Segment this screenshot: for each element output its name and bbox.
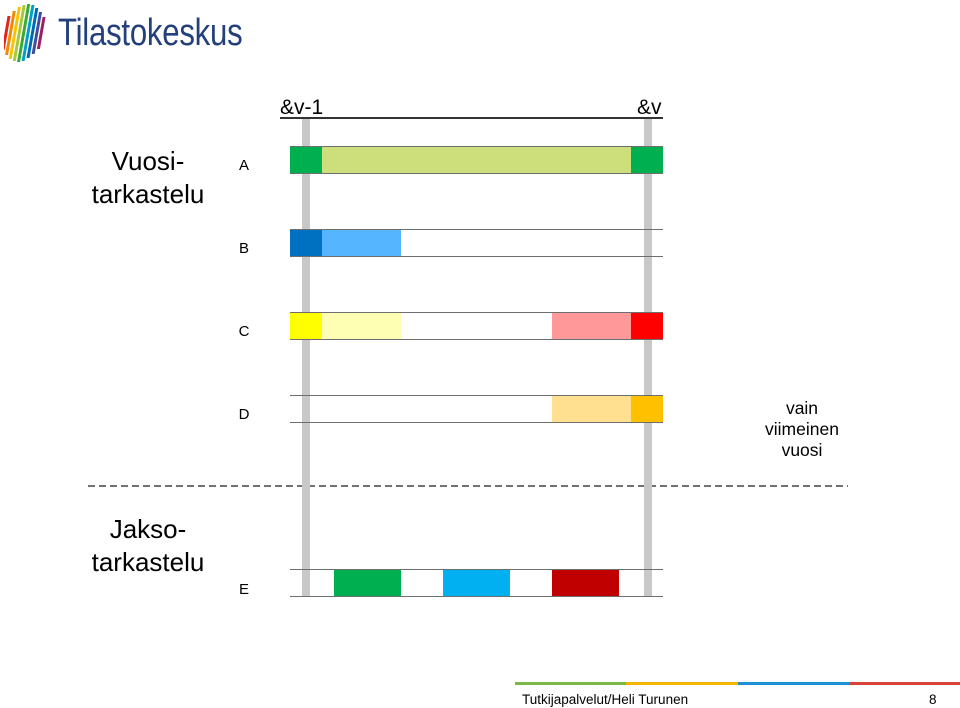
footer-author: Tutkijapalvelut/Heli Turunen — [522, 692, 689, 707]
logo-stripe — [12, 5, 26, 61]
period-review-label-line1: Jakso- — [109, 514, 187, 544]
annual-review-label: Vuosi- tarkastelu — [68, 145, 228, 211]
note-line3: vuosi — [781, 440, 823, 460]
row-label-d: D — [238, 406, 250, 423]
logo-stripe — [21, 5, 35, 61]
row-c-segment-start — [290, 313, 322, 339]
footer-stripe-segment — [848, 682, 960, 685]
row-e-period-2 — [443, 570, 510, 596]
annual-review-label-line2: tarkastelu — [91, 179, 205, 209]
section-divider — [88, 485, 848, 487]
previous-year-label: &v-1 — [280, 96, 324, 119]
page-number: 8 — [929, 692, 937, 707]
row-c-timeline — [290, 312, 663, 340]
row-label-c: C — [238, 323, 250, 340]
logo-stripe — [8, 7, 21, 59]
row-a-segment-end — [631, 147, 663, 173]
row-c-segment-late — [552, 313, 631, 339]
row-a-segment-start — [290, 147, 322, 173]
row-a-timeline — [290, 146, 663, 174]
row-label-a: A — [238, 157, 249, 174]
note-line1: vain — [785, 398, 819, 418]
logo-text: Tilastokeskus — [58, 12, 243, 54]
logo-stripe — [5, 11, 16, 55]
row-label-e: E — [238, 581, 249, 598]
header-line — [280, 117, 663, 119]
row-d-segment-late — [552, 396, 631, 422]
row-d-segment-end — [631, 396, 663, 422]
row-e-period-3 — [552, 570, 619, 596]
footer-color-stripe — [515, 682, 960, 685]
logo-stripe — [4, 16, 11, 50]
logo-stripe — [26, 8, 39, 58]
row-c-segment-early — [322, 313, 401, 339]
row-label-b: B — [238, 240, 249, 257]
annual-review-label-line1: Vuosi- — [111, 146, 185, 176]
tilastokeskus-logo-icon — [4, 4, 46, 62]
row-e-period-1 — [334, 570, 401, 596]
logo-stripe — [31, 12, 43, 54]
period-review-label: Jakso- tarkastelu — [68, 513, 228, 579]
last-year-only-note: vain viimeinen vuosi — [742, 398, 862, 461]
period-review-label-line2: tarkastelu — [91, 547, 205, 577]
current-year-marker — [644, 119, 652, 597]
logo-stripe — [17, 4, 31, 62]
row-b-segment-start — [290, 230, 322, 256]
row-d-timeline — [290, 395, 663, 423]
footer-stripe-segment — [515, 682, 627, 685]
row-e-timeline — [290, 569, 663, 597]
row-b-timeline — [290, 229, 663, 257]
logo-stripe — [36, 17, 46, 49]
footer-stripe-segment — [737, 682, 849, 685]
current-year-label: &v — [637, 96, 662, 119]
row-c-segment-end — [631, 313, 663, 339]
footer-stripe-segment — [626, 682, 738, 685]
row-b-segment-early — [322, 230, 401, 256]
row-a-segment-middle — [322, 147, 631, 173]
previous-year-marker — [302, 119, 310, 597]
note-line2: viimeinen — [765, 419, 839, 439]
